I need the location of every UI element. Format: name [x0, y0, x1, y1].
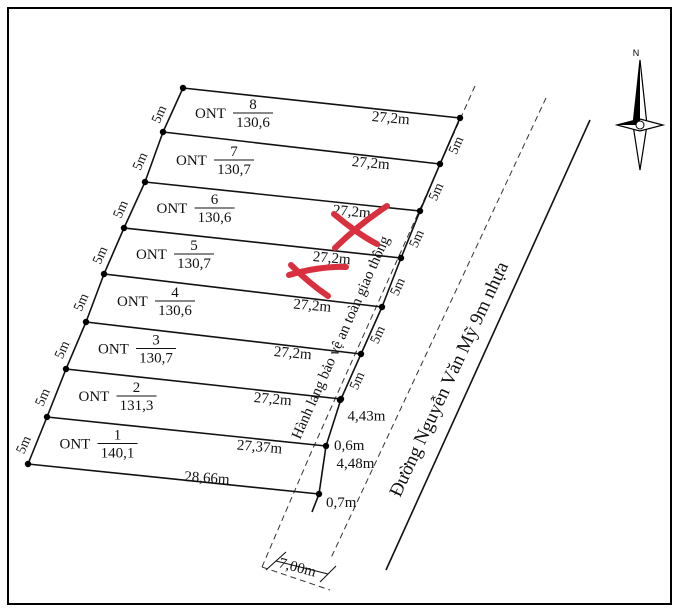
- corridor: 7,00m: [261, 85, 547, 591]
- compass-center: [635, 120, 645, 130]
- plot-boundary-line: [46, 416, 327, 447]
- plot-6-width-left: 5m: [111, 198, 132, 221]
- plot-1-width-right: 4,48m: [337, 456, 375, 472]
- plot-boundary-line: [103, 273, 383, 308]
- survey-point: [378, 303, 386, 311]
- plot-8-ont-label: ONT: [195, 106, 226, 122]
- plot-7-length: 27,2m: [351, 154, 390, 173]
- survey-point: [24, 460, 32, 468]
- road-label: Đường Nguyễn Văn Mỹ 9m nhựa: [385, 258, 513, 500]
- cross-marks: [286, 203, 390, 299]
- plot-3-area: 130,7: [139, 351, 173, 367]
- survey-point: [159, 128, 167, 136]
- survey-point: [179, 84, 187, 92]
- plot-3-length: 27,2m: [273, 344, 312, 363]
- plot-6-number: 6: [211, 192, 219, 208]
- plot-1-length: 27,37m: [236, 438, 283, 458]
- plot-boundary-line: [182, 87, 461, 119]
- plot-6-width-right: 5m: [407, 228, 428, 251]
- survey-point: [82, 318, 90, 326]
- corridor-right-edge: [329, 97, 547, 561]
- plot-boundary-line: [123, 227, 402, 259]
- plot-4-width-left: 5m: [71, 291, 92, 314]
- plot-4-length: 27,2m: [293, 297, 332, 316]
- cross-mark-plot-5-stroke-b: [286, 263, 349, 278]
- plot-2-width-right: 4,43m: [348, 409, 386, 425]
- survey-point: [416, 207, 424, 215]
- survey-point: [322, 442, 330, 450]
- plot-2-area: 131,3: [120, 398, 154, 414]
- survey-point: [336, 396, 344, 404]
- plot-7-width-left: 5m: [130, 150, 151, 173]
- compass-needle-dark: [633, 60, 640, 125]
- corridor-dim-line: [275, 560, 329, 575]
- plot-7-area: 130,7: [217, 162, 251, 178]
- plot-4-number: 4: [171, 285, 179, 301]
- plot-8-length: 27,2m: [371, 109, 410, 128]
- plot-4-area: 130,6: [158, 303, 192, 319]
- bottom-length-label: 28,66m: [184, 469, 231, 488]
- plot-8-number: 8: [249, 97, 257, 113]
- road-edge: [385, 119, 591, 571]
- survey-point: [397, 254, 405, 262]
- plot-boundary-line: [85, 321, 362, 355]
- compass-letter: N: [633, 48, 640, 58]
- plot-6-ont-label: ONT: [157, 201, 188, 217]
- plot-6-area: 130,6: [198, 210, 232, 226]
- survey-point: [43, 413, 51, 421]
- plot-boundary-line: [162, 131, 441, 165]
- plot-5-length: 27,2m: [312, 249, 351, 268]
- plot-1-ont-label: ONT: [60, 437, 91, 453]
- plot-3-width-left: 5m: [52, 339, 73, 362]
- gap-lower-label: 0,7m: [326, 495, 357, 511]
- plot-4-width-right: 5m: [368, 324, 389, 347]
- plot-3-ont-label: ONT: [98, 342, 129, 358]
- survey-point: [100, 270, 108, 278]
- survey-point: [120, 224, 128, 232]
- compass-cross-dark: [617, 119, 640, 125]
- plot-5-width-right: 5m: [388, 276, 409, 299]
- plot-2-length: 27,2m: [253, 390, 292, 409]
- plot-1-number: 1: [114, 428, 122, 444]
- survey-point: [357, 350, 365, 358]
- survey-point: [62, 365, 70, 373]
- survey-point: [456, 114, 464, 122]
- plot-1-area: 140,1: [101, 446, 135, 462]
- plot-7-width-right: 5m: [426, 181, 447, 204]
- plot-boundary-line: [65, 368, 342, 400]
- plot-5-area: 130,7: [177, 256, 211, 272]
- plot-7-ont-label: ONT: [176, 153, 207, 169]
- plot-8-width-left: 5m: [149, 103, 170, 126]
- plot-3-width-right: 5m: [347, 370, 368, 393]
- map-frame: [7, 7, 672, 605]
- plot-2-number: 2: [133, 380, 141, 396]
- plot-8-area: 130,6: [236, 115, 270, 131]
- survey-point: [436, 160, 444, 168]
- corridor-width-label: 7,00m: [277, 555, 318, 580]
- cross-mark-plot-5-stroke-a: [288, 262, 331, 299]
- plot-2-ont-label: ONT: [79, 389, 110, 405]
- plot-2-width-left: 5m: [33, 386, 54, 409]
- survey-point: [141, 178, 149, 186]
- plot-5-ont-label: ONT: [136, 247, 167, 263]
- plot-7-number: 7: [230, 144, 238, 160]
- plot-boundary-line: [144, 181, 421, 212]
- plot-5-width-left: 5m: [90, 244, 111, 267]
- plot-boundary-line: [27, 463, 320, 495]
- plots-right-edge: [311, 117, 461, 513]
- plot-5-number: 5: [190, 238, 198, 254]
- plot-1-width-left: 5m: [14, 434, 35, 457]
- plot-8-width-right: 5m: [446, 134, 467, 157]
- plot-4-ont-label: ONT: [117, 294, 148, 310]
- survey-point: [315, 490, 323, 498]
- north-arrow-icon: N: [614, 48, 666, 171]
- cross-mark-plot-6-stroke-b: [332, 203, 390, 251]
- corridor-bottom-edge: [261, 566, 331, 591]
- gap-upper-label: 0,6m: [334, 438, 365, 454]
- plot-3-number: 3: [152, 333, 160, 349]
